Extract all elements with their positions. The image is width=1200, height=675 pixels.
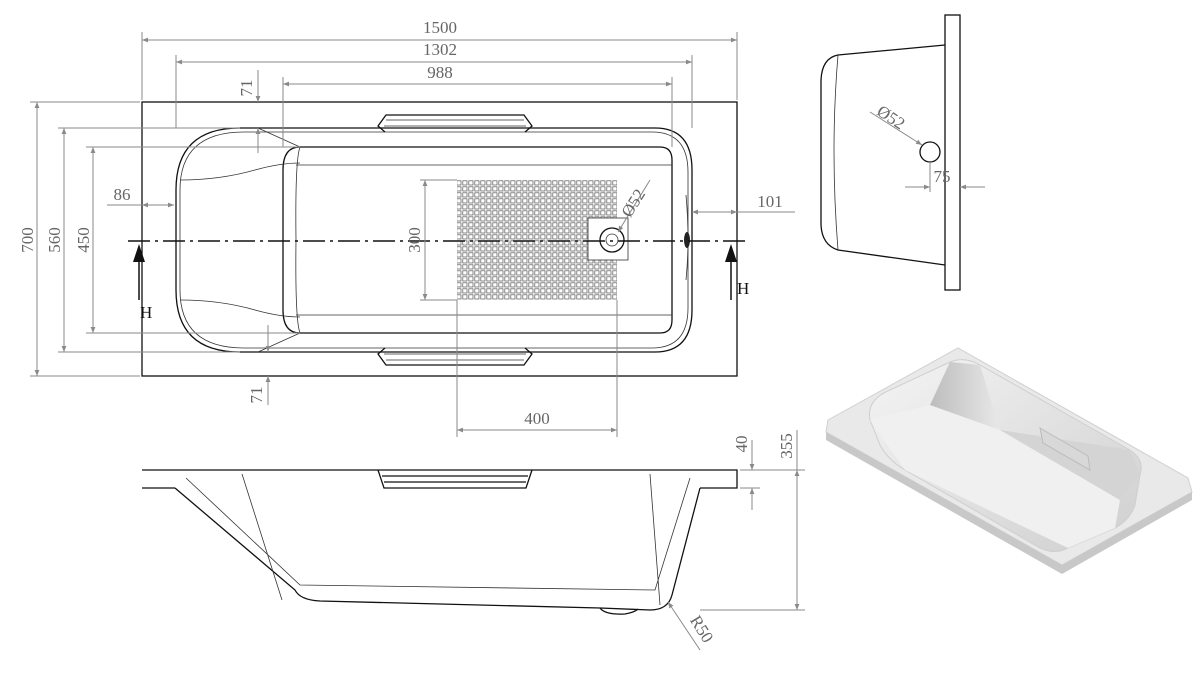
dim-basin-length: 988 (427, 63, 453, 82)
dim-overall-width: 700 (18, 227, 37, 253)
basin-floor (282, 146, 673, 334)
front-handle (377, 469, 533, 489)
dim-total-height: 355 (777, 433, 796, 459)
drain-area (587, 217, 629, 261)
end-rim (944, 14, 961, 291)
dim-mat-offset: 400 (524, 409, 550, 428)
top-view: H H 1500 1302 988 700 560 450 86 101 71 … (18, 18, 795, 437)
end-body (820, 44, 946, 266)
dim-mat-width: 300 (405, 227, 424, 253)
front-view: 40 355 R50 (142, 430, 805, 651)
section-arrow-right-icon (725, 244, 737, 262)
render-handle (1039, 427, 1091, 471)
dim-foot-rim: 101 (757, 192, 783, 211)
front-rim (142, 469, 738, 489)
dim-drain-dia-side: Ø52 (874, 101, 909, 133)
dim-rim-height: 40 (732, 436, 751, 453)
front-body (174, 487, 701, 611)
dim-overall-length: 1500 (423, 18, 457, 37)
dim-inner-length: 1302 (423, 40, 457, 59)
section-mark-left: H (140, 303, 152, 322)
dim-drain-offset-side: 75 (934, 167, 951, 186)
dim-head-rim: 86 (114, 185, 131, 204)
dim-corner-radius: R50 (686, 612, 717, 646)
dim-basin-width: 450 (74, 227, 93, 253)
drain-icon (599, 227, 625, 253)
dim-side-rim-bottom: 71 (247, 387, 266, 404)
dim-side-rim-top: 71 (237, 80, 256, 97)
dim-drain-dia-top: Ø52 (618, 186, 650, 221)
handle-top (377, 114, 533, 133)
dim-inner-width: 560 (45, 227, 64, 253)
bathtub-3d-render (825, 347, 1193, 574)
section-arrow-left-icon (133, 244, 145, 262)
outer-rim (141, 101, 738, 377)
section-mark-right: H (737, 279, 749, 298)
end-view: Ø52 75 (820, 14, 985, 291)
handle-bottom (377, 347, 533, 366)
overflow-icon (919, 141, 941, 163)
